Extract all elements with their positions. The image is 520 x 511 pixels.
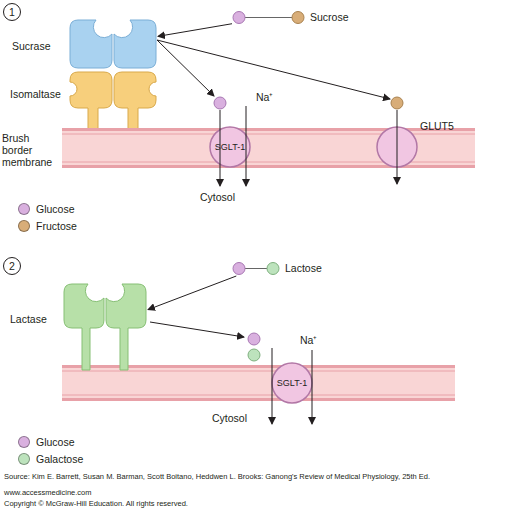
membrane-line bbox=[62, 395, 455, 396]
node-label: GLUT5 bbox=[420, 120, 454, 132]
legend-swatch bbox=[18, 203, 30, 215]
legend-swatch bbox=[18, 453, 30, 465]
enzyme-subunit bbox=[106, 284, 146, 370]
fructose-molecule bbox=[391, 97, 403, 109]
enzyme-subunit bbox=[64, 284, 104, 370]
node-shape bbox=[232, 10, 305, 25]
node-label: Lactose bbox=[285, 262, 322, 274]
source-note: Source: Kim E. Barrett, Susan M. Barman,… bbox=[4, 472, 516, 481]
membrane-line bbox=[62, 162, 475, 163]
ion-label: Na⁺ bbox=[256, 91, 273, 103]
panel-number: 1 bbox=[4, 6, 20, 18]
fructose-unit bbox=[292, 12, 304, 24]
enzyme-domain: Sucrase bbox=[68, 18, 158, 70]
legend-label: Galactose bbox=[36, 453, 83, 465]
substrate-arrow bbox=[148, 276, 236, 310]
panel-number-ring bbox=[4, 4, 21, 21]
enzyme-domain: Isomaltase bbox=[68, 70, 158, 130]
galactose-unit bbox=[267, 263, 279, 275]
membrane-line bbox=[62, 128, 475, 131]
transporter-protein: GLUT5 bbox=[376, 126, 418, 168]
enzyme-subunit bbox=[114, 20, 156, 68]
product-arrow bbox=[157, 40, 214, 96]
membrane-band: Brush border membraneSGLT-1GLUT5 bbox=[62, 128, 475, 168]
legend-label: Fructose bbox=[36, 220, 77, 232]
node-label: Sucrose bbox=[310, 11, 349, 23]
node-shape bbox=[376, 126, 418, 168]
compartment-label: Cytosol bbox=[212, 412, 247, 424]
product-arrow bbox=[157, 40, 390, 99]
node-label: Sucrase bbox=[12, 40, 51, 52]
panel-number-ring bbox=[4, 258, 21, 275]
node-label: Isomaltase bbox=[10, 88, 61, 100]
galactose-molecule bbox=[248, 349, 260, 361]
node-shape bbox=[232, 261, 280, 276]
node-label: SGLT-1 bbox=[209, 141, 251, 153]
membrane-line bbox=[62, 398, 455, 401]
disaccharide-molecule: Lactose bbox=[232, 261, 280, 276]
membrane-band bbox=[62, 128, 475, 168]
glucose-molecule bbox=[214, 97, 226, 109]
node-label: Lactase bbox=[10, 313, 47, 325]
membrane-line bbox=[62, 371, 455, 372]
disaccharide-molecule: Sucrose bbox=[232, 10, 305, 25]
legend-label: Glucose bbox=[36, 203, 75, 215]
ion-label: Na⁺ bbox=[300, 334, 317, 346]
membrane-line bbox=[62, 165, 475, 168]
transporter-circle bbox=[210, 127, 250, 167]
panel-number: 2 bbox=[4, 260, 20, 272]
node-label: Brush border membrane bbox=[2, 132, 60, 168]
node-label: SGLT-1 bbox=[271, 377, 313, 389]
enzyme-subunit bbox=[70, 20, 112, 68]
substrate-arrow bbox=[158, 24, 232, 37]
enzyme-subunit bbox=[70, 72, 112, 130]
legend-swatch bbox=[18, 436, 30, 448]
transporter-circle bbox=[377, 127, 417, 167]
copyright-note: Copyright © McGraw-Hill Education. All r… bbox=[4, 499, 188, 508]
product-arrow bbox=[150, 322, 244, 337]
glycosidic-bond bbox=[239, 17, 298, 18]
legend-label: Glucose bbox=[36, 436, 75, 448]
enzyme-subunit bbox=[114, 72, 156, 130]
node-shape bbox=[68, 18, 158, 70]
transporter-protein: SGLT-1 bbox=[209, 126, 251, 168]
glucose-unit bbox=[233, 263, 245, 275]
legend-swatch bbox=[18, 220, 30, 232]
source-note: www.accessmedicine.com bbox=[4, 488, 92, 497]
compartment-label: Cytosol bbox=[200, 191, 235, 203]
transporter-protein: SGLT-1 bbox=[271, 362, 313, 404]
node-shape bbox=[62, 282, 148, 370]
glucose-unit bbox=[233, 12, 245, 24]
node-shape bbox=[68, 70, 158, 130]
enzyme-domain: Lactase bbox=[62, 282, 148, 370]
glucose-molecule bbox=[248, 333, 260, 345]
transporter-circle bbox=[272, 363, 312, 403]
